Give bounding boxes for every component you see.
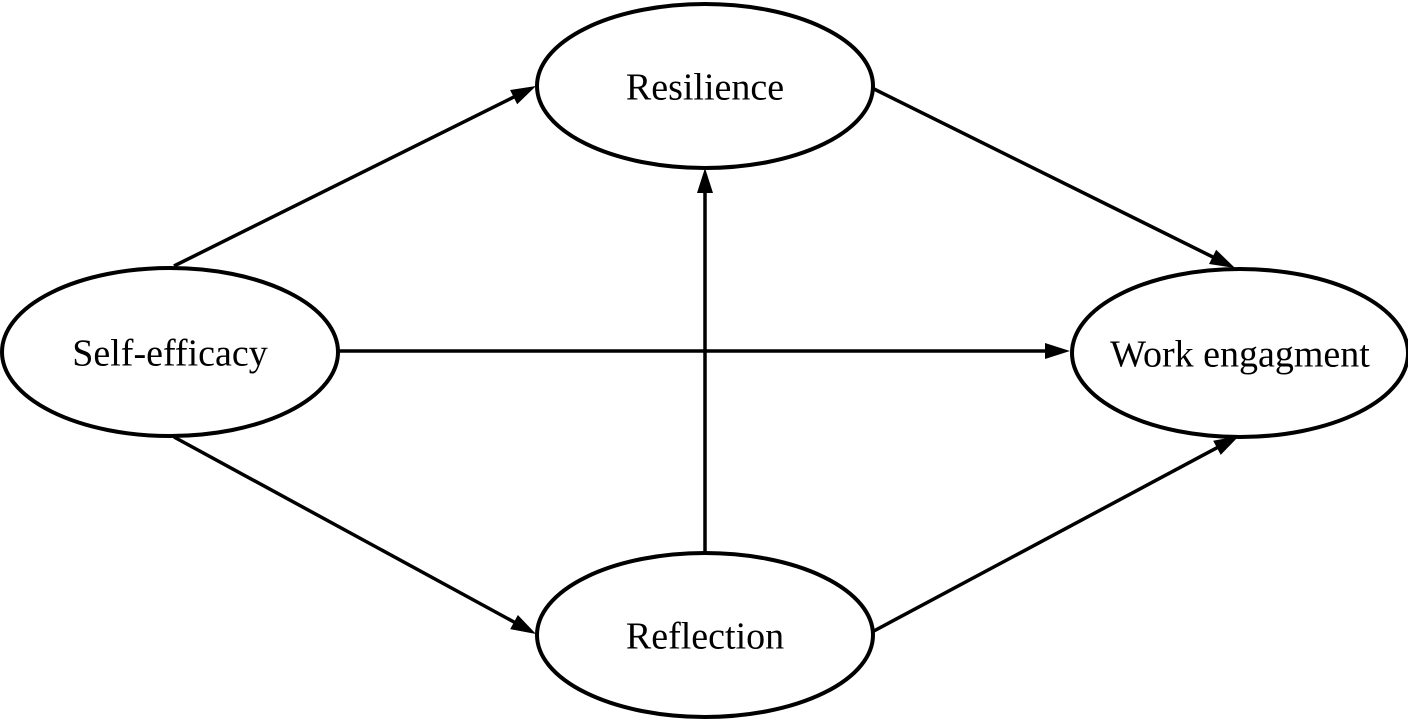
edge-line <box>173 435 517 625</box>
resilience-ellipse <box>535 2 875 170</box>
reflection-label: Reflection <box>626 615 784 657</box>
edge-line <box>871 86 1216 260</box>
self-efficacy-label: Self-efficacy <box>72 332 268 374</box>
edge-resilience-to-work-engagment <box>871 86 1235 268</box>
reflection-ellipse <box>535 551 875 719</box>
arrowhead-icon <box>510 86 536 105</box>
node-work-engagment: Work engagment <box>1070 267 1408 439</box>
edge-line <box>173 94 517 268</box>
arrowhead-icon <box>1213 436 1239 455</box>
edge-self-efficacy-to-work-engagment <box>338 343 1070 359</box>
edges-layer <box>173 86 1239 634</box>
node-self-efficacy: Self-efficacy <box>0 266 340 438</box>
arrowhead-icon <box>510 615 536 634</box>
edge-line <box>871 445 1220 634</box>
work-engagment-label: Work engagment <box>1110 333 1370 375</box>
arrowhead-icon <box>697 168 713 193</box>
edge-reflection-to-work-engagment <box>871 436 1239 634</box>
self-efficacy-ellipse <box>0 266 340 438</box>
node-resilience: Resilience <box>535 2 875 170</box>
resilience-label: Resilience <box>626 66 784 108</box>
edge-self-efficacy-to-resilience <box>173 86 536 268</box>
arrowhead-icon <box>1209 249 1235 268</box>
edge-reflection-to-resilience <box>697 168 713 553</box>
node-reflection: Reflection <box>535 551 875 719</box>
work-engagment-ellipse <box>1070 267 1408 439</box>
arrowhead-icon <box>1045 343 1070 359</box>
edge-self-efficacy-to-reflection <box>173 435 536 634</box>
